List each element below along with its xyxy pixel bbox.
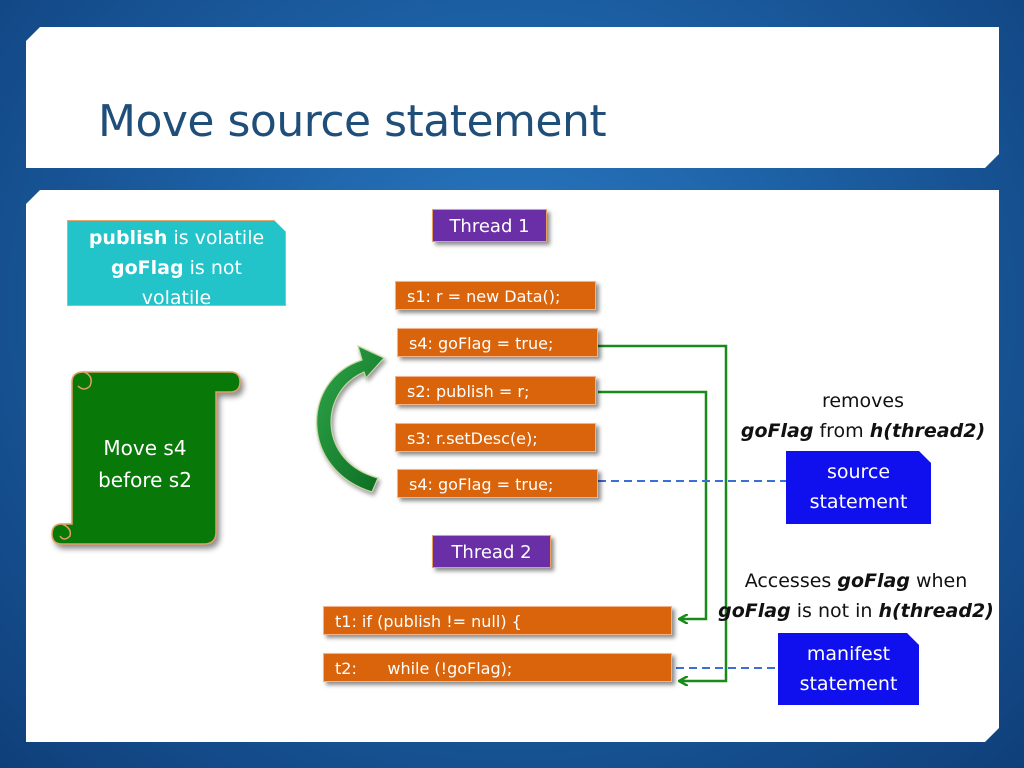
connector-s2-t1 [598,390,708,619]
volatile-note: publish is volatile goFlag is not volati… [67,220,286,306]
manifest-line2: statement [799,673,898,695]
publish-desc: is volatile [167,227,265,249]
manifest-line1: manifest [806,643,891,665]
publish-var: publish [88,227,168,249]
accesses-var1: goFlag [837,570,910,592]
thread2-label: Thread 2 [432,535,551,568]
source-statement-box: source statement [786,451,931,524]
move-arrow [316,344,385,493]
source-line1: source [826,461,891,483]
thread1-statement-s1: s1: r = new Data(); [395,281,596,310]
accesses-target: h(thread2) [878,600,994,622]
page-title: Move source statement [98,96,607,147]
thread1-statement-s2: s2: publish = r; [395,376,596,405]
removes-line1: removes [821,390,905,412]
removes-target: h(thread2) [869,420,986,442]
scroll-line2: before s2 [98,468,192,492]
thread1-statement-s4-original: s4: goFlag = true; [397,469,598,498]
goflag-var: goFlag [111,257,184,279]
manifest-statement-box: manifest statement [778,633,919,705]
title-panel [26,27,999,168]
removes-annotation: removes goFlag from h(thread2) [738,386,988,446]
accesses-annotation: Accesses goFlag when goFlag is not in h(… [712,566,1000,626]
thread1-statement-s3: s3: r.setDesc(e); [395,423,596,452]
note-line3: volatile [141,287,212,309]
accesses-var2: goFlag [718,600,791,622]
removes-var: goFlag [740,420,814,442]
thread1-statement-s4-moved: s4: goFlag = true; [397,328,598,357]
scroll-shape [51,371,241,545]
accesses-lead: Accesses [744,570,838,592]
thread2-statement-t2: t2: while (!goFlag); [323,653,672,682]
thread2-statement-t1: t1: if (publish != null) { [323,606,672,635]
removes-mid: from [813,420,870,442]
thread1-label: Thread 1 [432,209,547,242]
connector-s4-t2 [598,344,728,681]
accesses-mid: is not in [790,600,879,622]
scroll-text: Move s4 before s2 [80,432,210,496]
goflag-desc: is not [183,257,242,279]
source-line2: statement [809,491,908,513]
accesses-tail: when [909,570,968,592]
scroll-line1: Move s4 [103,436,187,460]
